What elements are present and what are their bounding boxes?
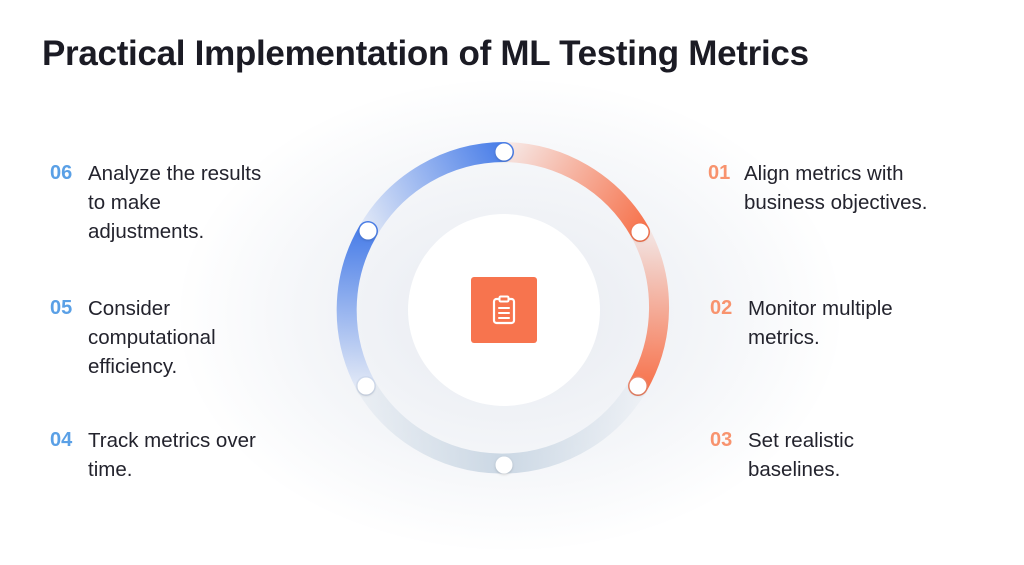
arc-step-01 (494, 142, 650, 242)
step-02: 02 Monitor multiple metrics. (710, 294, 893, 352)
step-03-text: Set realistic baselines. (748, 429, 854, 481)
node-dot-top (495, 143, 513, 161)
step-04: 04 Track metrics over time. (50, 426, 256, 484)
step-05-number: 05 (50, 297, 73, 319)
step-01-number: 01 (708, 162, 731, 184)
step-02-number: 02 (710, 297, 733, 319)
node-dot-05 (359, 222, 377, 240)
step-03: 03 Set realistic baselines. (710, 426, 854, 484)
step-01: 01 Align metrics with business objective… (708, 159, 927, 217)
node-dot-03 (495, 456, 513, 474)
step-05-text: Consider computational efficiency. (88, 297, 216, 378)
step-04-number: 04 (50, 429, 73, 451)
arc-step-06 (358, 142, 514, 241)
step-06: 06 Analyze the results to make adjustmen… (50, 159, 261, 246)
page-title: Practical Implementation of ML Testing M… (42, 34, 809, 73)
node-dot-01 (631, 223, 649, 241)
clipboard-glyph (492, 295, 516, 325)
node-dot-02 (629, 377, 647, 395)
node-dot-04 (357, 377, 375, 395)
step-02-text: Monitor multiple metrics. (748, 297, 893, 349)
clipboard-icon (471, 277, 537, 343)
step-05: 05 Consider computational efficiency. (50, 294, 216, 381)
step-06-number: 06 (50, 162, 73, 184)
step-03-number: 03 (710, 429, 733, 451)
step-04-text: Track metrics over time. (88, 429, 256, 481)
step-01-text: Align metrics with business objectives. (744, 162, 928, 214)
arc-step-02 (628, 222, 670, 396)
step-06-text: Analyze the results to make adjustments. (88, 162, 262, 243)
arc-step-05 (336, 221, 378, 396)
